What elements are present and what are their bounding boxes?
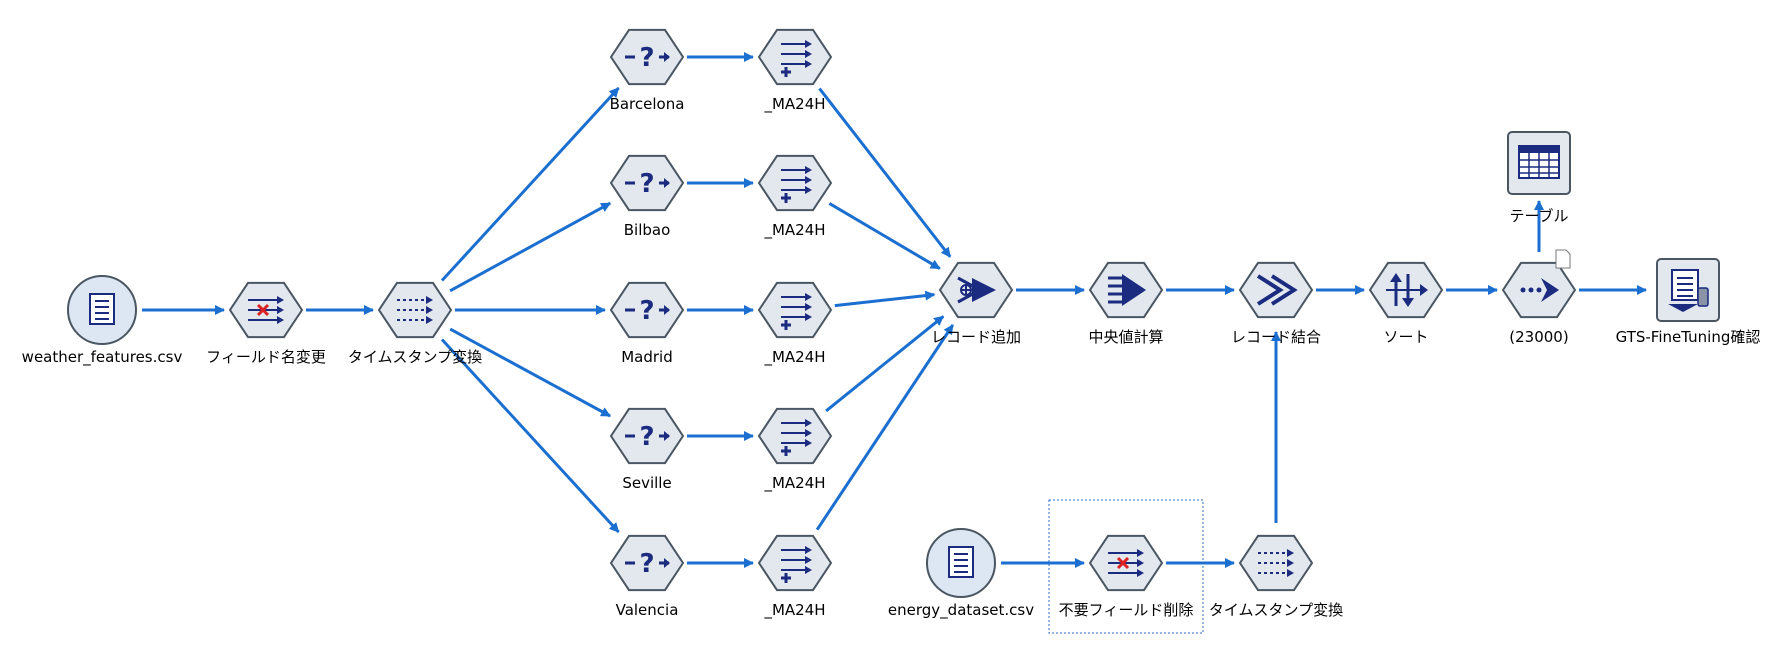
node-label: _MA24H — [763, 474, 825, 493]
aggregate-icon — [1088, 261, 1164, 319]
edge-ma-madrid-to-append[interactable] — [834, 290, 936, 308]
node-label: weather_features.csv — [22, 348, 183, 367]
node-label: テーブル — [1509, 207, 1568, 225]
sort-icon — [1368, 261, 1444, 319]
node-ts2[interactable]: タイムスタンプ変換 — [1209, 534, 1343, 619]
source-file-icon — [926, 528, 996, 598]
derive-plus-icon — [757, 28, 833, 86]
table-icon — [1507, 131, 1571, 195]
select-icon: ? — [609, 28, 685, 86]
svg-text:?: ? — [639, 296, 654, 326]
derive-icon — [1238, 534, 1314, 592]
selection-box — [1048, 499, 1204, 634]
node-label: Madrid — [621, 348, 673, 366]
derive-plus-icon — [757, 407, 833, 465]
node-label: タイムスタンプ変換 — [1209, 601, 1343, 619]
node-median[interactable]: 中央値計算 — [1088, 261, 1164, 346]
node-label: Valencia — [616, 601, 679, 619]
edge-ma-seville-to-append[interactable] — [825, 315, 945, 413]
node-label: _MA24H — [763, 601, 825, 620]
node-label: レコード追加 — [931, 328, 1021, 346]
node-ts1[interactable]: タイムスタンプ変換 — [348, 281, 482, 366]
node-ma-valencia[interactable]: _MA24H — [757, 534, 833, 620]
append-icon — [938, 261, 1014, 319]
node-append[interactable]: レコード追加 — [931, 261, 1021, 346]
node-label: (23000) — [1509, 328, 1568, 346]
edge-ts1-to-sel-valencia[interactable] — [440, 338, 620, 534]
model-icon — [1656, 258, 1720, 322]
node-rename[interactable]: フィールド名変更 — [206, 281, 326, 366]
node-label: _MA24H — [763, 348, 825, 367]
filter-icon — [1088, 534, 1164, 592]
merge-icon — [1238, 261, 1314, 319]
node-label: 中央値計算 — [1088, 328, 1163, 346]
node-sel-valencia[interactable]: ? Valencia — [609, 534, 685, 619]
node-weather[interactable]: weather_features.csv — [22, 275, 183, 367]
select-icon: ? — [609, 407, 685, 465]
derive-plus-icon — [757, 281, 833, 339]
node-label: _MA24H — [763, 95, 825, 114]
sample-icon — [1501, 249, 1577, 319]
edge-ma-barcelona-to-append[interactable] — [818, 87, 952, 258]
select-icon: ? — [609, 281, 685, 339]
svg-text:?: ? — [639, 422, 654, 452]
node-label: _MA24H — [763, 221, 825, 240]
edge-ts1-to-sel-seville[interactable] — [449, 327, 611, 418]
node-sel-bilbao[interactable]: ? Bilbao — [609, 154, 685, 239]
node-label: energy_dataset.csv — [888, 601, 1034, 620]
node-label: Barcelona — [610, 95, 685, 113]
node-gts[interactable]: GTS-FineTuning確認 — [1616, 258, 1761, 346]
node-label: ソート — [1383, 328, 1428, 346]
filter-icon — [228, 281, 304, 339]
edge-ts1-to-sel-barcelona[interactable] — [440, 86, 620, 282]
node-label: Seville — [622, 474, 671, 492]
node-drop[interactable]: 不要フィールド削除 — [1048, 499, 1204, 634]
select-icon: ? — [609, 534, 685, 592]
node-energy[interactable]: energy_dataset.csv — [888, 528, 1034, 620]
node-label: フィールド名変更 — [206, 348, 326, 366]
node-ma-barcelona[interactable]: _MA24H — [757, 28, 833, 114]
node-ma-bilbao[interactable]: _MA24H — [757, 154, 833, 240]
node-label: 不要フィールド削除 — [1059, 601, 1194, 619]
node-ma-madrid[interactable]: _MA24H — [757, 281, 833, 367]
node-table[interactable]: テーブル — [1507, 131, 1571, 225]
source-file-icon — [67, 275, 137, 345]
connections — [142, 52, 1647, 568]
node-label: レコード結合 — [1231, 328, 1321, 346]
edge-ma-bilbao-to-append[interactable] — [828, 202, 941, 270]
node-label: Bilbao — [624, 221, 671, 239]
svg-text:?: ? — [639, 43, 654, 73]
node-sel-barcelona[interactable]: ? Barcelona — [609, 28, 685, 113]
derive-plus-icon — [757, 534, 833, 592]
node-label: GTS-FineTuning確認 — [1616, 328, 1761, 346]
edge-ma-valencia-to-append[interactable] — [815, 324, 955, 531]
node-sel-madrid[interactable]: ? Madrid — [609, 281, 685, 366]
svg-text:?: ? — [639, 549, 654, 579]
node-sel-seville[interactable]: ? Seville — [609, 407, 685, 492]
node-merge[interactable]: レコード結合 — [1231, 261, 1321, 346]
node-sample[interactable]: (23000) — [1501, 249, 1577, 346]
edge-ts1-to-sel-bilbao[interactable] — [449, 201, 612, 293]
svg-text:?: ? — [639, 169, 654, 199]
derive-plus-icon — [757, 154, 833, 212]
node-sort[interactable]: ソート — [1368, 261, 1444, 346]
derive-icon — [377, 281, 453, 339]
node-ma-seville[interactable]: _MA24H — [757, 407, 833, 493]
select-icon: ? — [609, 154, 685, 212]
node-label: タイムスタンプ変換 — [348, 348, 482, 366]
